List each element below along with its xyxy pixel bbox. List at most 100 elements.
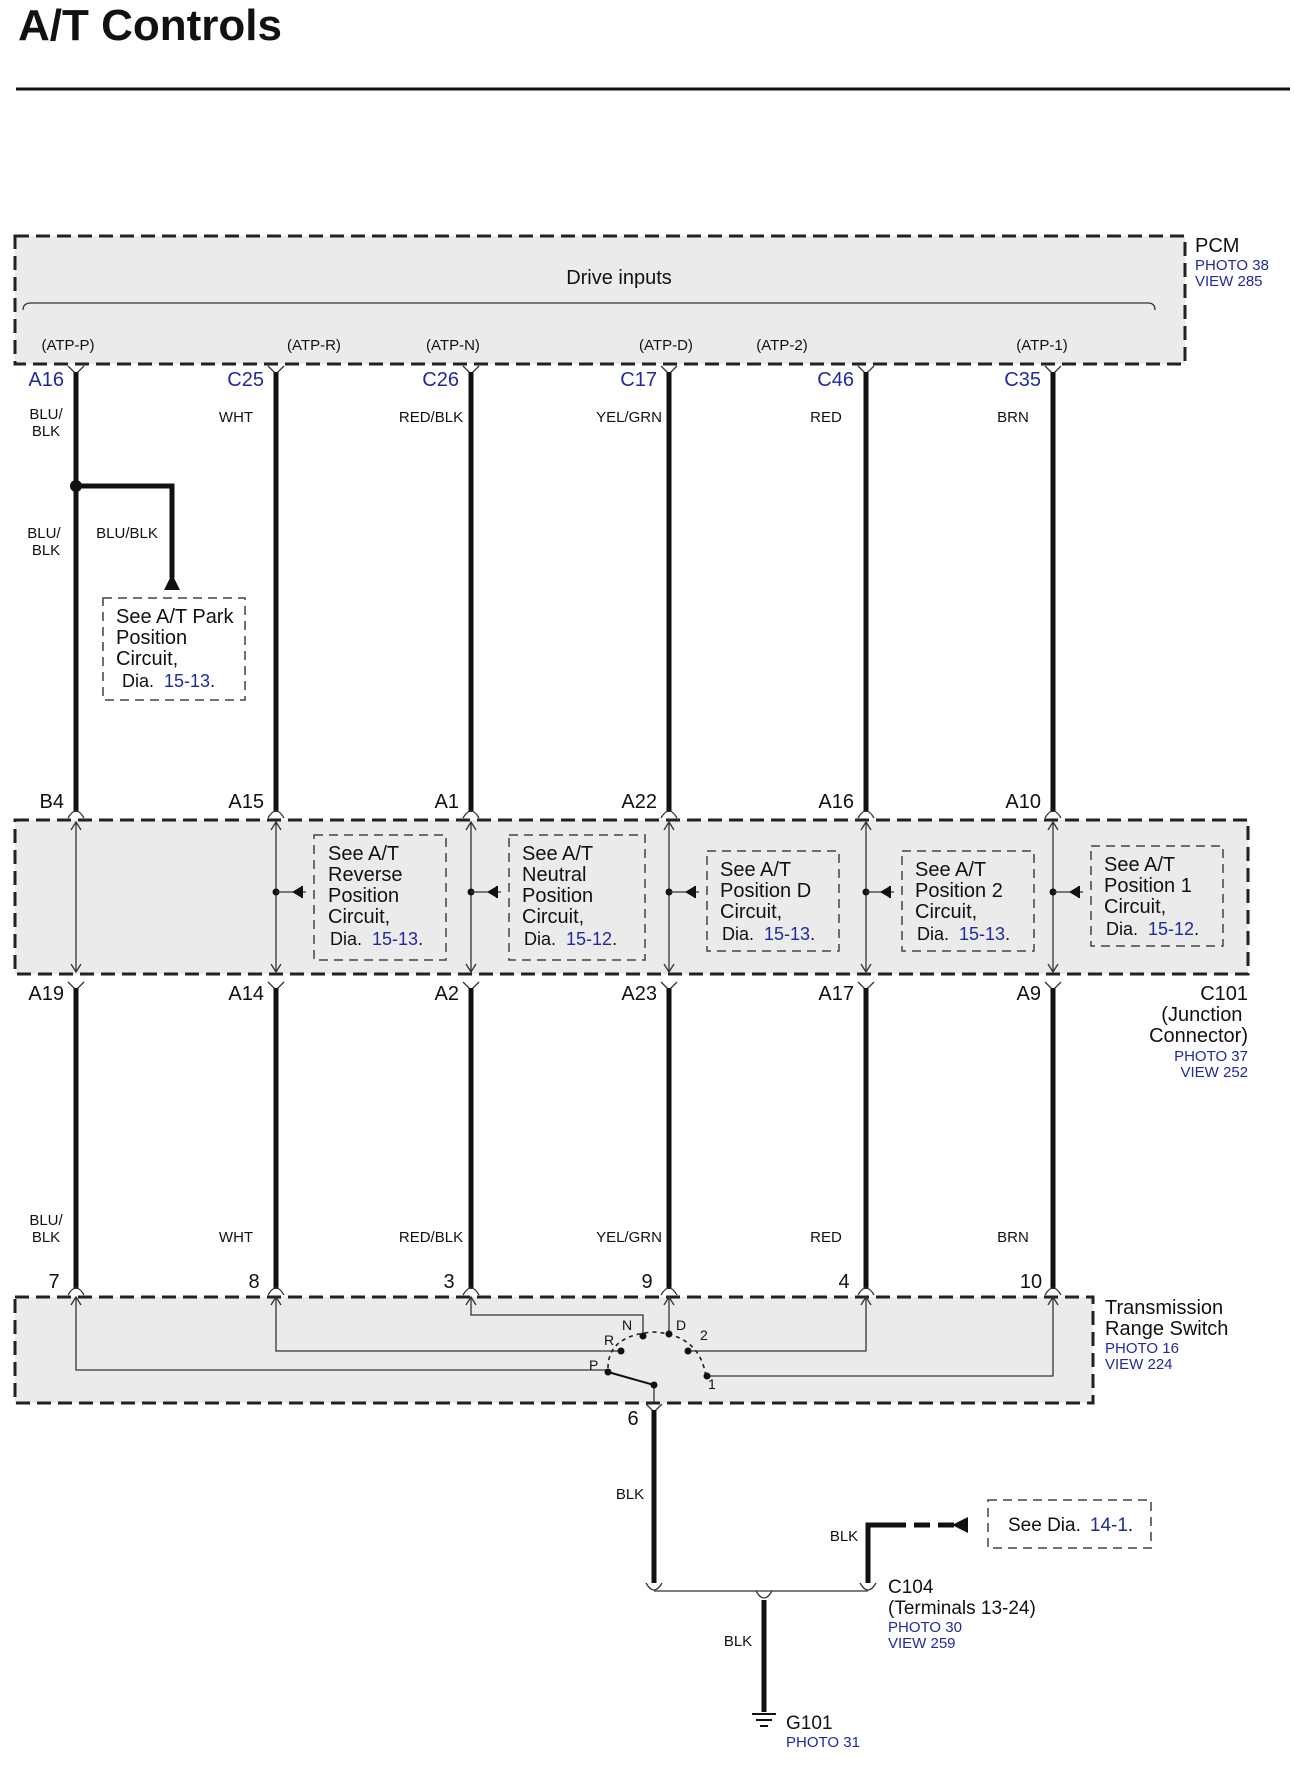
ref-dia-num[interactable]: 15-12 <box>1148 919 1194 939</box>
ref-text-line: See A/T <box>522 843 593 865</box>
ref-text-line: Neutral <box>522 864 586 886</box>
ref-text-line: Position D <box>720 880 811 902</box>
wire-color-lower: RED/BLK <box>399 1229 463 1246</box>
pos-d: D <box>676 1317 686 1333</box>
park-ref-num[interactable]: 15-13 <box>164 671 210 691</box>
through-arrow-top <box>663 820 675 831</box>
through-arrow-top <box>270 820 282 831</box>
pcm-terminal: C46 <box>817 369 854 391</box>
ref-dia-num[interactable]: 15-13 <box>764 924 810 944</box>
trs-pin-marker <box>462 1287 480 1296</box>
ref-text-line: Reverse <box>328 864 402 886</box>
c101-bottom-pin: A9 <box>1017 983 1041 1005</box>
ref-text-line: Position 1 <box>1104 875 1192 897</box>
see-dia-label: See Dia. <box>1008 1515 1081 1536</box>
contact-2 <box>684 1347 692 1355</box>
ref-text-line: Circuit, <box>522 906 584 928</box>
through-arrow-top <box>465 820 477 831</box>
branch-left-l1: BLU/ <box>27 525 61 542</box>
ref-dia-period: . <box>1005 924 1010 944</box>
trs-pin: 10 <box>1020 1271 1042 1293</box>
ref-text-line: Position 2 <box>915 880 1003 902</box>
park-ref-dia-label: Dia. <box>122 671 154 691</box>
page-title: A/T Controls <box>18 1 282 50</box>
branch-left-l2: BLK <box>32 542 60 559</box>
c104-photo: PHOTO 30 <box>888 1619 962 1636</box>
park-branch-arrow <box>164 574 180 590</box>
pos-2: 2 <box>700 1327 708 1343</box>
trs-pin-marker <box>267 1287 285 1296</box>
ref-dia-period: . <box>810 924 815 944</box>
pcm-view: VIEW 285 <box>1195 273 1263 290</box>
trs-switch-arc <box>607 1331 707 1378</box>
ref-dia-num[interactable]: 15-13 <box>372 929 418 949</box>
ref-dia-period: . <box>612 929 617 949</box>
wire-columns: (ATP-P)A16B4BLU/BLKA19BLU/BLK7(ATP-R)C25… <box>28 337 1068 1306</box>
c101-top-pin-marker <box>857 810 875 819</box>
ref-tap-arrow <box>880 886 890 898</box>
ref-text-line: See A/T <box>328 843 399 865</box>
c101-photo: PHOTO 37 <box>1174 1048 1248 1065</box>
c101-top-pin-marker <box>67 810 85 819</box>
c101-desc-l2: Connector) <box>1149 1025 1248 1047</box>
trs-pin: 3 <box>443 1271 454 1293</box>
contact-r <box>617 1347 625 1355</box>
wire-color-upper: BLU/BLK <box>29 406 63 440</box>
wire-ext-color: BLK <box>830 1528 858 1545</box>
wire-color-upper: RED <box>810 409 842 426</box>
c101-bottom-pin: A17 <box>818 983 854 1005</box>
c104-right-cap <box>859 1582 877 1591</box>
wire-color-upper: BRN <box>997 409 1029 426</box>
ref-box <box>901 850 1035 952</box>
ref-text-line: Circuit, <box>720 901 782 923</box>
ref-text-line: Position <box>328 885 399 907</box>
ref-tap-arrow <box>487 886 497 898</box>
trs-label-l2: Range Switch <box>1105 1318 1228 1340</box>
pcm-terminal: C26 <box>422 369 459 391</box>
c101-desc-l1: (Junction <box>1161 1004 1242 1026</box>
pos-p: P <box>589 1357 598 1373</box>
park-ref-l2: Position <box>116 627 187 649</box>
ref-dia: Dia.15-13. <box>722 924 815 944</box>
trs-photo: PHOTO 16 <box>1105 1340 1179 1357</box>
ref-box <box>1090 845 1224 947</box>
wire-color-upper: RED/BLK <box>399 409 463 426</box>
ref-text-line: Circuit, <box>1104 896 1166 918</box>
pcm-terminal: C17 <box>620 369 657 391</box>
trs-pin-marker <box>1044 1287 1062 1296</box>
pos-n: N <box>622 1317 632 1333</box>
pcm-box <box>15 236 1185 364</box>
pos-r: R <box>604 1332 614 1348</box>
through-arrow-bottom <box>465 963 477 974</box>
pcm-signal: (ATP-D) <box>639 337 693 354</box>
wire-color-lower: RED <box>810 1229 842 1246</box>
through-arrow-top <box>1047 820 1059 831</box>
c101-bottom-pin: A14 <box>228 983 264 1005</box>
contact-n <box>639 1332 647 1340</box>
contact-1 <box>703 1372 711 1380</box>
through-arrow-bottom <box>1047 963 1059 974</box>
c101-top-pin: A1 <box>435 791 459 813</box>
c101-bottom-pin: A23 <box>621 983 657 1005</box>
ref-dia-num[interactable]: 15-13 <box>959 924 1005 944</box>
pcm-photo: PHOTO 38 <box>1195 257 1269 274</box>
pcm-terminal: C35 <box>1004 369 1041 391</box>
c104-view: VIEW 259 <box>888 1635 956 1652</box>
ref-dia: Dia.15-12. <box>524 929 617 949</box>
pcm-signal: (ATP-N) <box>426 337 480 354</box>
ref-dia-num[interactable]: 15-12 <box>566 929 612 949</box>
wire-color-upper-line: BLK <box>32 423 60 440</box>
ref-box <box>508 834 646 961</box>
trs-wiper <box>607 1371 655 1386</box>
trs-label: Transmission Range Switch <box>1105 1297 1229 1340</box>
switch-pivot <box>650 1381 658 1389</box>
trs-pin: 4 <box>838 1271 849 1293</box>
c101-bottom-pin: A19 <box>28 983 64 1005</box>
see-dia-num[interactable]: 14-1 <box>1090 1515 1128 1536</box>
c101-top-pin-marker <box>462 810 480 819</box>
wire-color-upper: YEL/GRN <box>596 409 662 426</box>
